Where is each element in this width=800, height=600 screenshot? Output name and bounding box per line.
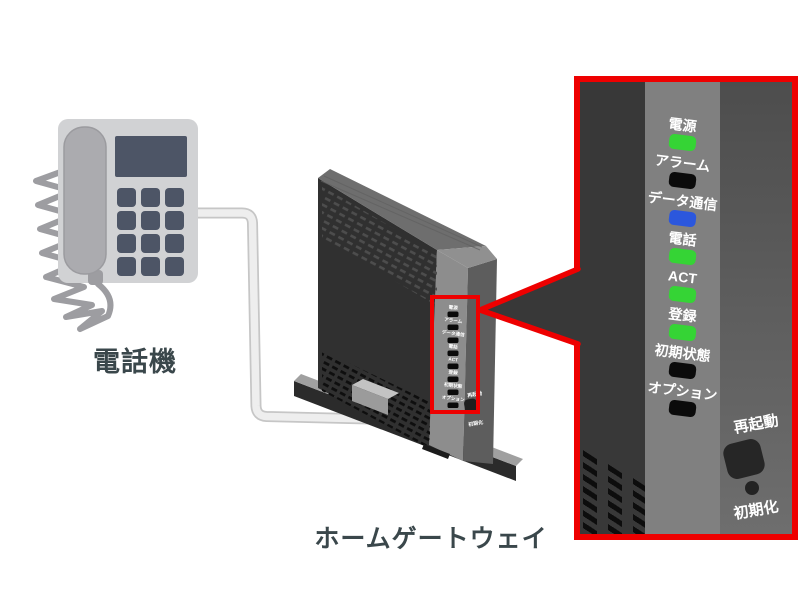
keypad-key [165, 234, 184, 253]
callout-led-strip: 電源 アラーム データ通信 電話 [645, 82, 720, 534]
vent-grid [583, 450, 645, 534]
router-led [447, 311, 459, 317]
router-led-label: データ通信 [441, 329, 465, 339]
router-top-bevel [437, 246, 497, 268]
router-led-label: アラーム [444, 317, 463, 325]
led-indicator [668, 361, 697, 380]
keypad-key [141, 234, 160, 253]
phone-keypad [117, 188, 184, 276]
router-led [447, 389, 459, 395]
phone-handset [63, 126, 107, 275]
router-init-label: 初期化 [468, 419, 484, 429]
keypad-key [165, 257, 184, 276]
telephone [33, 119, 198, 332]
router-foot-front [352, 385, 388, 415]
led-list: 電源 アラーム データ通信 電話 [645, 115, 720, 422]
keypad-key [141, 257, 160, 276]
callout-button-strip: 再起動 初期化 [720, 82, 792, 534]
restart-button-label: 再起動 [732, 412, 780, 437]
led-label: 登録 [667, 305, 698, 325]
led-indicator [668, 209, 697, 228]
led-row: オプション [645, 379, 720, 422]
led-indicator [668, 399, 697, 418]
led-indicator [668, 133, 697, 152]
keypad-key [117, 188, 136, 207]
router-led [447, 350, 459, 356]
led-row: 登録 [645, 305, 720, 346]
router-led [447, 376, 459, 382]
router-led-panel: 電源 アラーム データ通信 電話 ACT 登録 初期状態 オプション [441, 303, 465, 408]
router-led [447, 337, 459, 343]
led-label: 初期状態 [653, 341, 712, 365]
callout-rectangle [430, 295, 480, 414]
router-foot-top [352, 379, 399, 399]
keypad-key [117, 234, 136, 253]
led-label: オプション [646, 378, 719, 404]
router-vents-top [322, 186, 437, 306]
led-row: ACT [645, 267, 720, 308]
led-indicator [668, 285, 697, 304]
led-label: アラーム [653, 151, 712, 175]
router-led [447, 402, 459, 408]
callout-arrow [477, 266, 586, 347]
led-indicator [668, 171, 697, 190]
keypad-key [165, 211, 184, 230]
keypad-key [117, 257, 136, 276]
router-restart-button [464, 398, 478, 414]
keypad-key [141, 211, 160, 230]
router-base-slot [422, 444, 450, 459]
led-row: 初期状態 [645, 342, 720, 384]
gateway-caption: ホームゲートウェイ [314, 525, 548, 553]
led-panel-callout: 電源 アラーム データ通信 電話 [574, 76, 798, 540]
vent-column [633, 478, 645, 534]
router-led-label: 初期状態 [444, 381, 463, 390]
led-row: アラーム [645, 152, 720, 194]
home-gateway: 電源 アラーム データ通信 電話 ACT 登録 初期状態 オプション [294, 169, 523, 481]
restart-button [721, 436, 767, 482]
led-indicator [668, 247, 697, 266]
router-led-label: 電話 [448, 342, 458, 350]
router-button-panel: 再起動 初期化 [464, 390, 484, 429]
led-row: 電話 [645, 229, 720, 270]
led-label: 電話 [667, 229, 698, 249]
router-led-label: オプション [441, 394, 465, 404]
led-label: ACT [667, 267, 698, 287]
callout-front-face [580, 82, 645, 534]
init-button-label: 初期化 [732, 498, 780, 523]
keypad-key [141, 188, 160, 207]
keypad-key [117, 211, 136, 230]
led-label: 電源 [667, 115, 698, 135]
router-led-label: ACT [448, 356, 458, 362]
phone-screen [115, 136, 187, 177]
phone-cable [197, 207, 371, 425]
router-led [447, 363, 459, 369]
vent-column [583, 450, 597, 534]
router-led [447, 324, 459, 330]
router-led-label: 登録 [447, 368, 458, 376]
router-led-label: 電源 [448, 303, 458, 311]
led-indicator [668, 323, 697, 342]
phone-caption: 電話機 [93, 347, 177, 377]
led-row: 電源 [645, 115, 720, 156]
router-top-ridges [320, 175, 483, 251]
router-restart-label: 再起動 [467, 390, 483, 400]
init-recessed-button [745, 481, 759, 495]
led-label: データ通信 [646, 188, 719, 214]
led-row: データ通信 [645, 189, 720, 232]
keypad-key [165, 188, 184, 207]
vent-column [608, 464, 622, 534]
